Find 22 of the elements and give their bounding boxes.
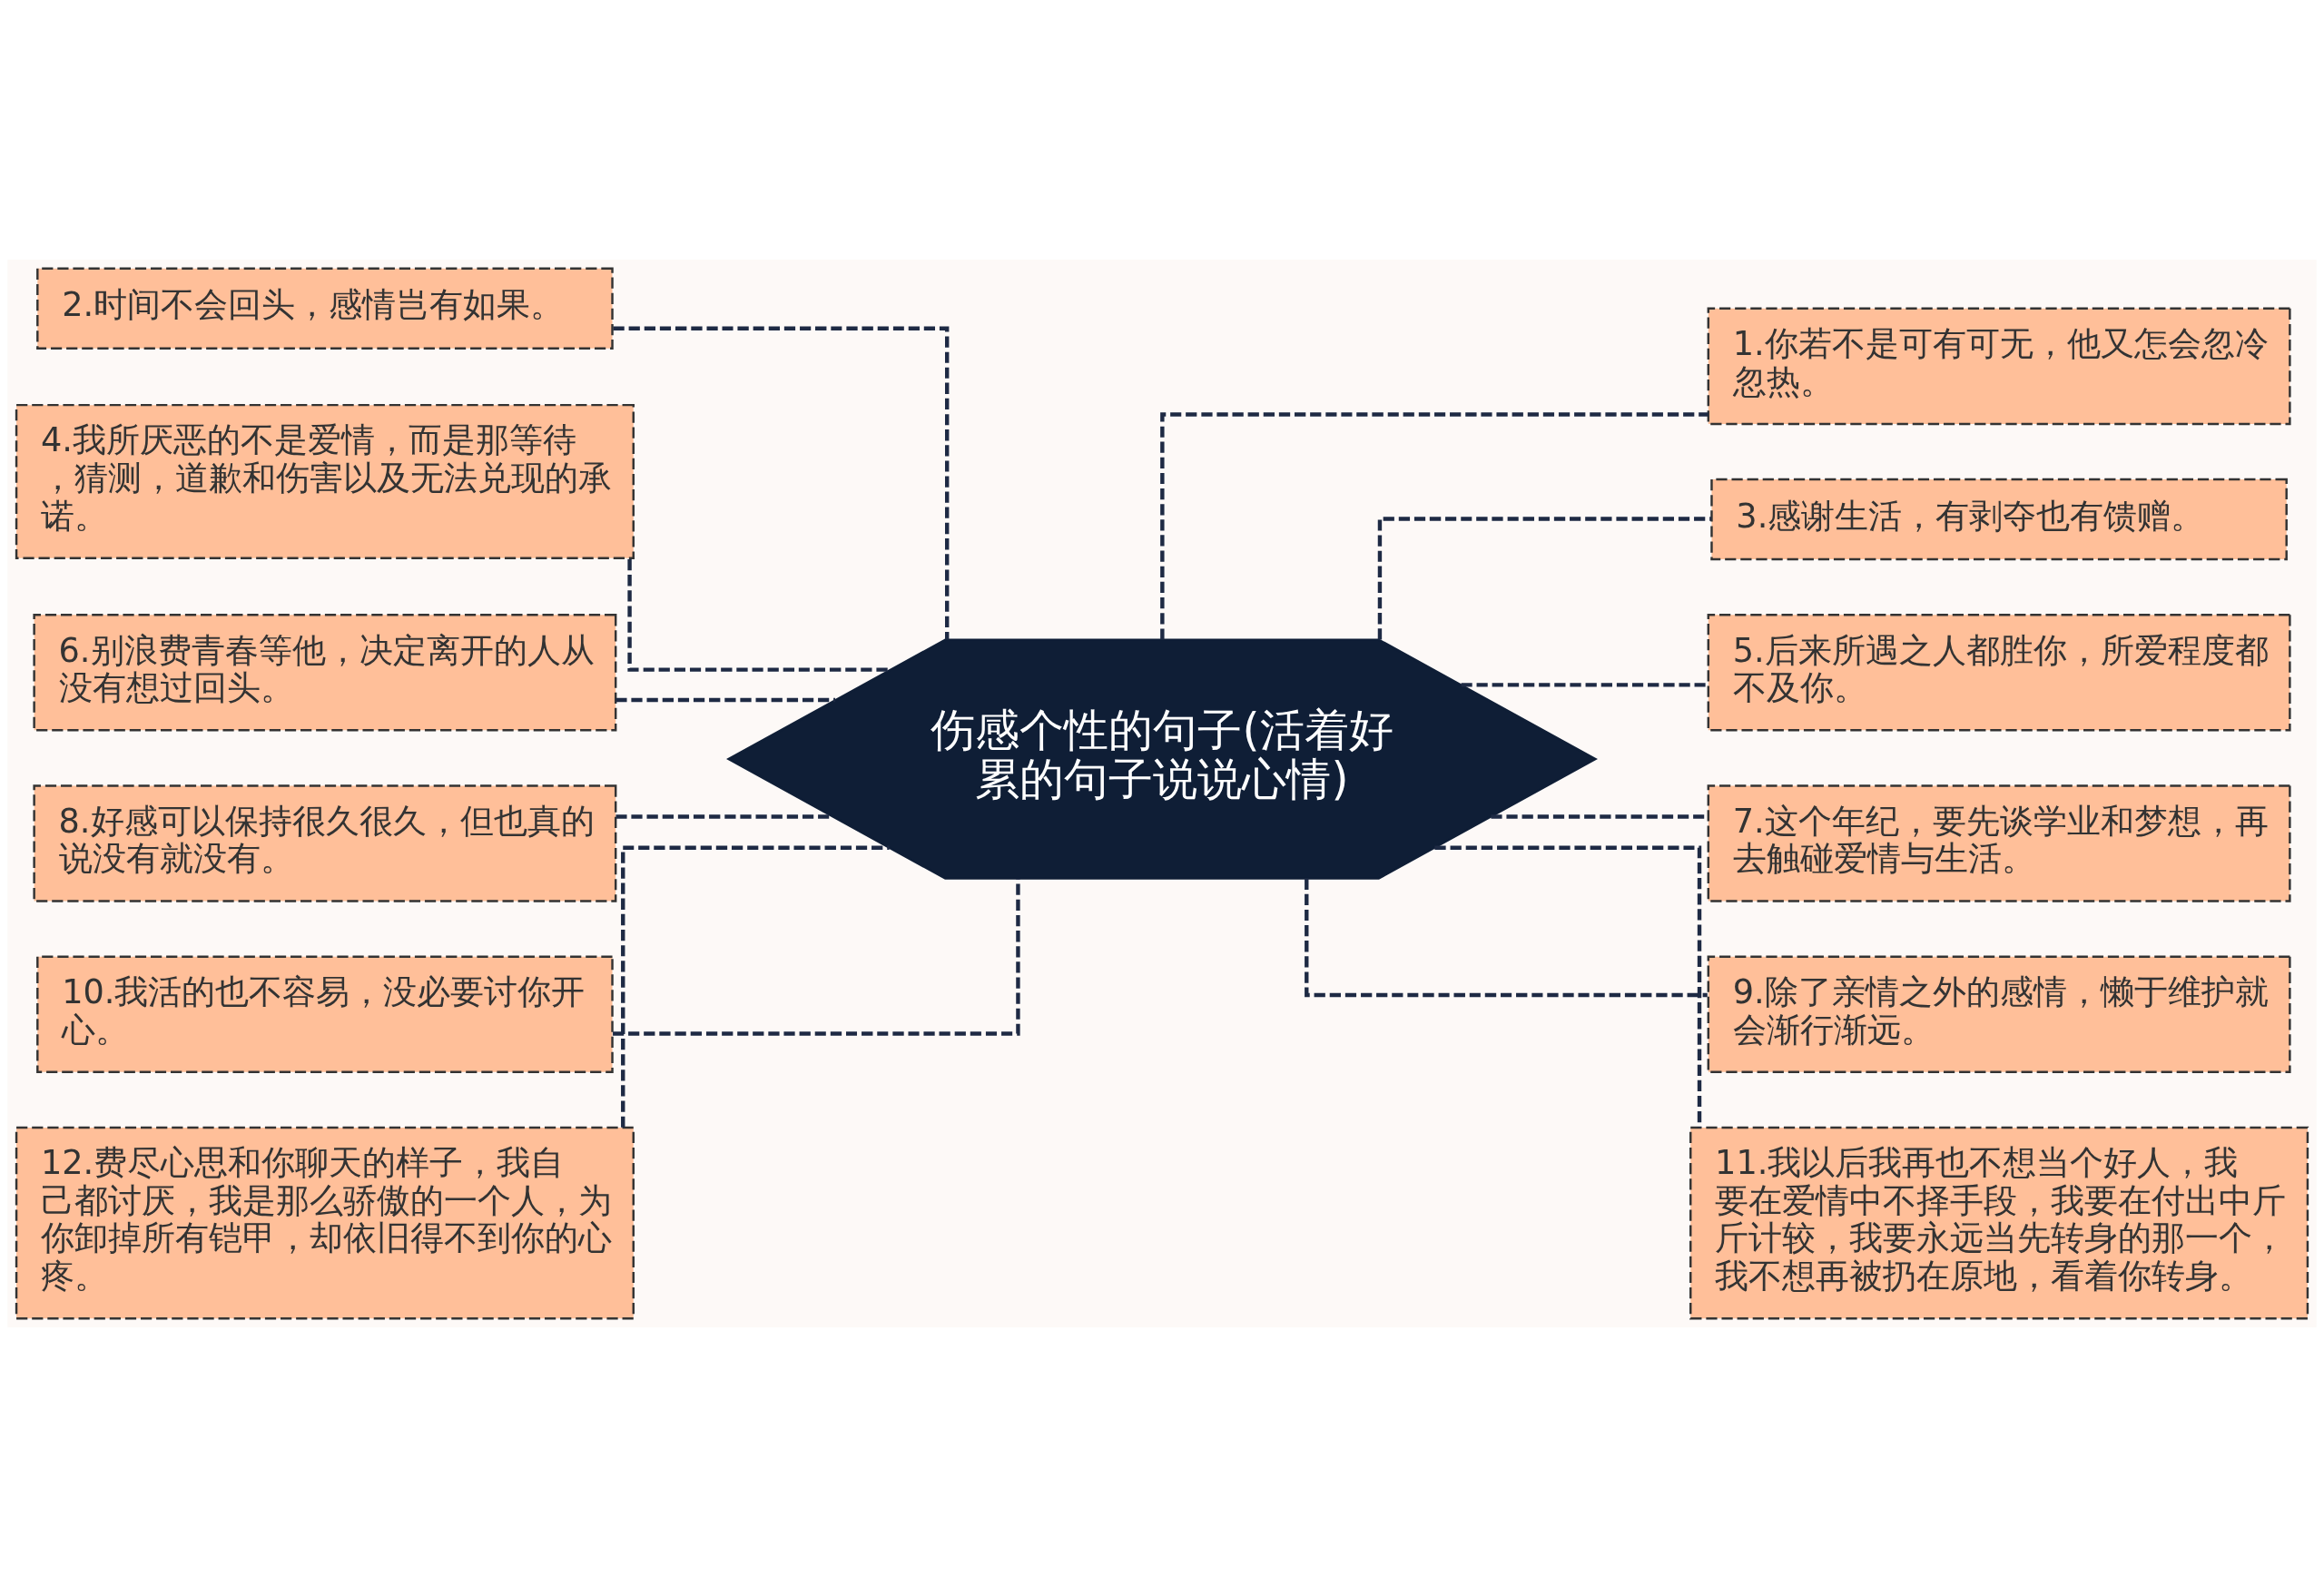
connector <box>1305 878 1708 998</box>
node-box: 4.我所厌恶的不是爱情，而是那等待，猜测，道歉和伤害以及无法兑现的承诺。 <box>15 403 635 560</box>
connector <box>613 326 950 640</box>
node-box: 12.费尽心思和你聊天的样子，我自己都讨厌，我是那么骄傲的一个人，为你卸掉所有铠甲，却依旧得不到你的心疼。 <box>15 1126 635 1320</box>
node-box: 8.好感可以保持很久很久，但也真的说没有就没有。 <box>33 784 617 902</box>
connector <box>613 878 1020 1036</box>
node-box: 7.这个年纪，要先谈学业和梦想，再去触碰爱情与生活。 <box>1707 784 2291 902</box>
connector <box>1160 412 1709 640</box>
node-box: 10.我活的也不容易，没必要讨你开心。 <box>36 955 614 1074</box>
node-box: 1.你若不是可有可无，他又怎会忽冷忽热。 <box>1707 307 2291 426</box>
node-box: 9.除了亲情之外的感情，懒于维护就会渐行渐远。 <box>1707 955 2291 1074</box>
connector <box>1377 517 1711 640</box>
connector <box>1434 845 1702 1128</box>
node-box: 11.我以后我再也不想当个好人，我要在爱情中不择手段，我要在付出中斤斤计较，我要永远当先转身的那一个，我不想再被扔在原地，看着你转身。 <box>1689 1126 2309 1320</box>
node-box: 2.时间不会回头，感情岂有如果。 <box>36 267 614 350</box>
node-box: 3.感谢生活，有剥夺也有馈赠。 <box>1710 478 2288 561</box>
connector <box>621 845 890 1128</box>
connector <box>615 697 836 703</box>
connector <box>627 558 891 672</box>
node-box: 6.别浪费青春等他，决定离开的人从没有想过回头。 <box>33 613 617 732</box>
connector <box>1461 683 1709 687</box>
node-box: 5.后来所遇之人都胜你，所爱程度都不及你。 <box>1707 613 2291 732</box>
